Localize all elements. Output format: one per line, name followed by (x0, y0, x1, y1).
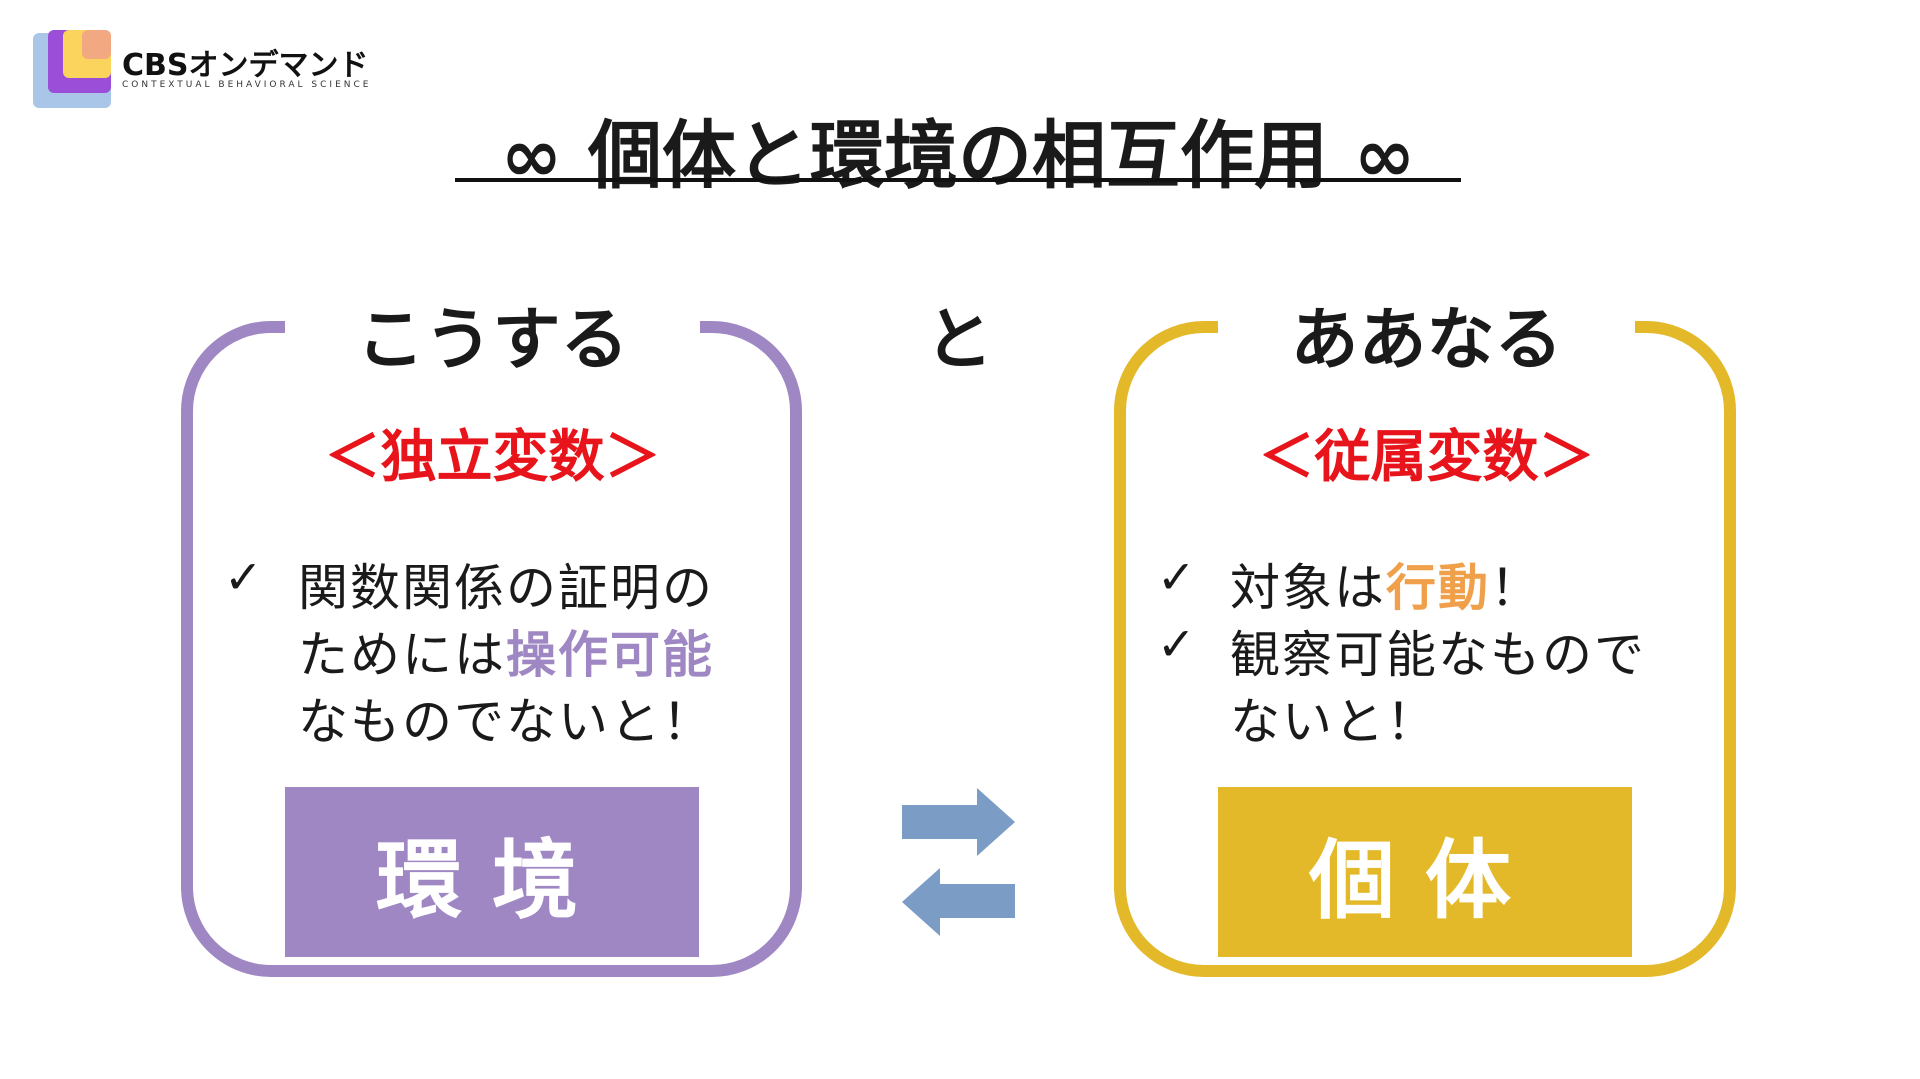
check-icon: ✓ (224, 550, 263, 604)
text: ！ (1490, 559, 1542, 617)
left-bullet-line2: ためには操作可能 (298, 615, 714, 687)
emphasis-behavior: 行動 (1386, 559, 1490, 617)
right-heading: ああなる (1290, 301, 1563, 380)
logo-name: CBSオンデマンド (122, 48, 369, 83)
right-bullet-2-line2: ないと！ (1230, 693, 1438, 751)
logo-mark-orange (82, 30, 111, 59)
connector-to: と (924, 301, 993, 380)
right-subheading: ＜従属変数＞ (1258, 425, 1595, 490)
bidirectional-arrows-icon (902, 788, 1015, 936)
frame-gap (1218, 310, 1635, 340)
title-underline (455, 178, 1461, 182)
environment-label: 環境 (285, 787, 699, 957)
right-bullet-2-line1: 観察可能なもので (1230, 626, 1646, 684)
left-heading: こうする (356, 301, 629, 380)
text: ためには (298, 626, 506, 684)
left-arrow-icon (902, 868, 1015, 936)
left-bullet-line1: 関数関係の証明の (298, 559, 714, 617)
text: 対象は (1230, 559, 1386, 617)
left-subheading: ＜独立変数＞ (324, 425, 661, 490)
logo-tagline: CONTEXTUAL BEHAVIORAL SCIENCE (122, 80, 372, 90)
frame-gap (285, 310, 700, 340)
right-bullet-1: 対象は行動！ (1230, 548, 1542, 620)
individual-label: 個体 (1218, 787, 1632, 957)
emphasis-operable: 操作可能 (506, 626, 714, 684)
right-arrow-icon (902, 788, 1015, 856)
check-icon: ✓ (1157, 550, 1196, 604)
check-icon: ✓ (1157, 617, 1196, 671)
left-bullet-line3: なものでないと！ (298, 693, 714, 751)
slide-title: ∞ 個体と環境の相互作用 ∞ (500, 113, 1416, 199)
